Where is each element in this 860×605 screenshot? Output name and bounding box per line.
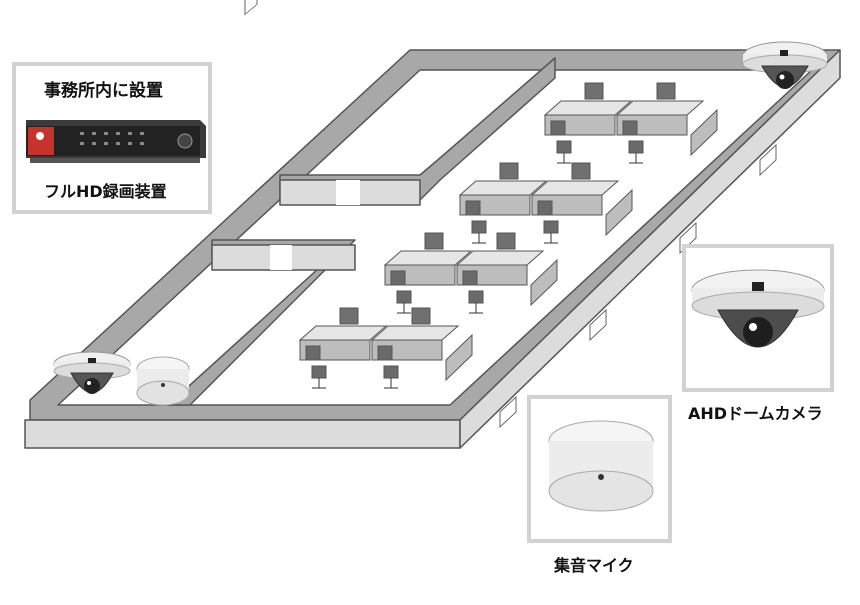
chair-icon (468, 290, 484, 304)
monitor-icon (496, 232, 516, 250)
desk-icon (298, 325, 388, 341)
chair-icon (311, 365, 327, 379)
microphone-panel (527, 395, 672, 543)
monitor-icon (571, 162, 591, 180)
desk-icon (455, 250, 545, 266)
dvr-recorder-icon (26, 120, 206, 163)
monitor-icon (622, 120, 638, 136)
desk-icon (543, 100, 633, 116)
dome-camera-panel (682, 244, 834, 392)
desk-icon (615, 100, 705, 116)
monitor-icon (305, 345, 321, 361)
desk-icon (383, 250, 473, 266)
monitor-icon (339, 307, 359, 325)
dome-camera-icon (742, 41, 828, 89)
microphone-label: 集音マイク (554, 556, 634, 575)
dome-camera-label: AHDドームカメラ (688, 404, 823, 423)
monitor-icon (462, 270, 478, 286)
window (244, 0, 258, 16)
desk-icon (458, 180, 548, 196)
chair-icon (396, 290, 412, 304)
desk-icon (530, 180, 620, 196)
monitor-icon (499, 162, 519, 180)
monitor-icon (377, 345, 393, 361)
chair-icon (543, 220, 559, 234)
recorder-label: フルHD録画装置 (44, 182, 167, 201)
monitor-icon (424, 232, 444, 250)
dome-camera-icon (691, 269, 825, 348)
chair-icon (471, 220, 487, 234)
microphone-icon (136, 356, 190, 406)
monitor-icon (537, 200, 553, 216)
monitor-icon (411, 307, 431, 325)
microphone-icon (548, 420, 654, 512)
monitor-icon (465, 200, 481, 216)
monitor-icon (584, 82, 604, 100)
office-install-label: 事務所内に設置 (44, 81, 163, 101)
monitor-icon (390, 270, 406, 286)
recorder-panel: 事務所内に設置 フルHD録画装置 (12, 62, 212, 214)
chair-icon (628, 140, 644, 154)
dome-camera-icon (53, 351, 131, 394)
chair-icon (383, 365, 399, 379)
monitor-icon (656, 82, 676, 100)
monitor-icon (550, 120, 566, 136)
desk-icon (370, 325, 460, 341)
chair-icon (556, 140, 572, 154)
